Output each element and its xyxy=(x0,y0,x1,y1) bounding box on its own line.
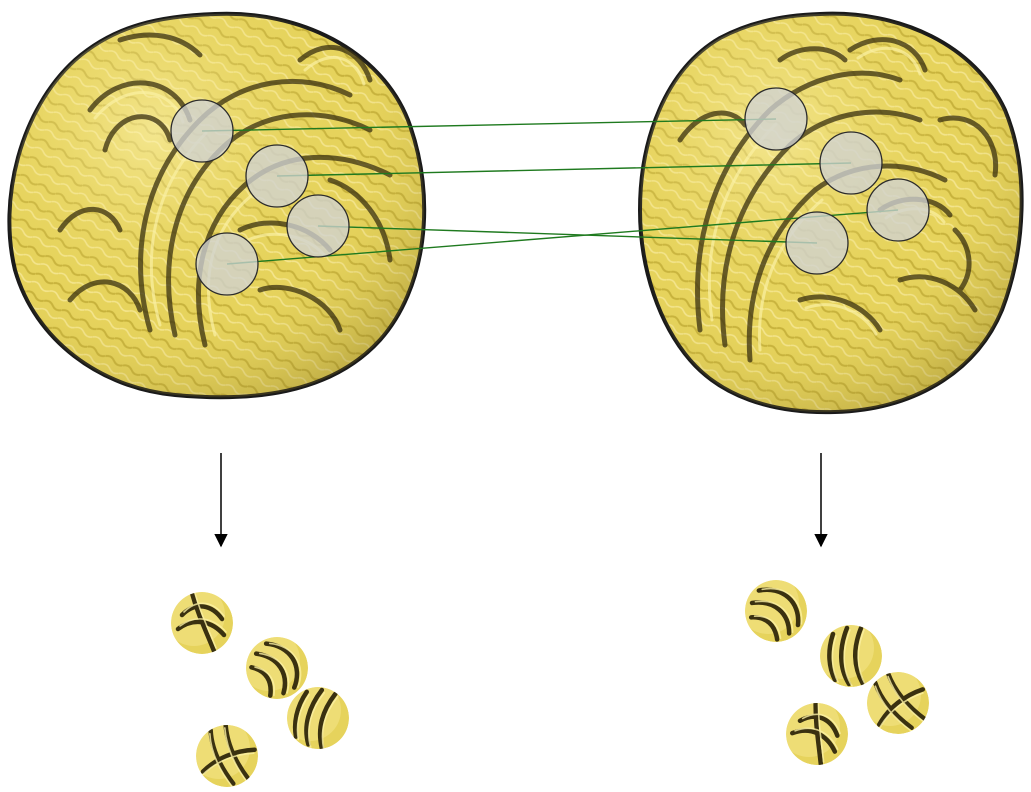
left-coin-feature-marker xyxy=(171,100,233,162)
right-coin-feature-marker xyxy=(786,212,848,274)
right-coin-feature-marker xyxy=(820,132,882,194)
right-coin xyxy=(630,0,1031,420)
left-coin-feature-marker xyxy=(246,145,308,207)
left-coin-feature-marker xyxy=(287,195,349,257)
right-coin-feature-marker xyxy=(867,179,929,241)
right-coin-feature-marker xyxy=(745,88,807,150)
left-coin-feature-marker xyxy=(196,233,258,295)
